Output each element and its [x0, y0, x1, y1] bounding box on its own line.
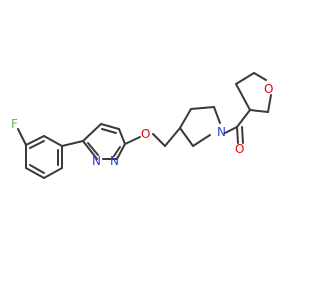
ether-oxygen-label: O	[141, 127, 150, 141]
ether-methylene-bond	[152, 133, 166, 147]
pyridazine-nitrogen-2-label: N	[110, 154, 119, 168]
carbonyl-bond-b	[241, 126, 244, 144]
fluorophenyl-ring	[25, 135, 63, 179]
pyridazine-ring	[82, 123, 126, 160]
aryl-ether-bond	[124, 136, 141, 145]
tetrahydrofuran-oxygen-label: O	[264, 82, 273, 96]
pyrrolidine-nitrogen-label: N	[217, 125, 226, 139]
carbonyl-oxygen-label: O	[235, 142, 244, 156]
pyridazine-nitrogen-1-label: N	[92, 154, 101, 168]
acyl-thf-bond	[236, 109, 251, 128]
biaryl-bond	[61, 140, 84, 147]
methylene-ring-bond	[164, 127, 181, 147]
pyrrolidine-ring	[179, 106, 221, 147]
carbonyl-bond-a	[236, 126, 239, 144]
carbon-fluorine-bond	[17, 128, 27, 146]
molecule-structure-diagram: F N N O N O O	[11, 72, 273, 179]
tetrahydrofuran-ring	[235, 72, 272, 113]
fluorine-label: F	[11, 117, 18, 131]
amide-bond	[224, 126, 238, 134]
